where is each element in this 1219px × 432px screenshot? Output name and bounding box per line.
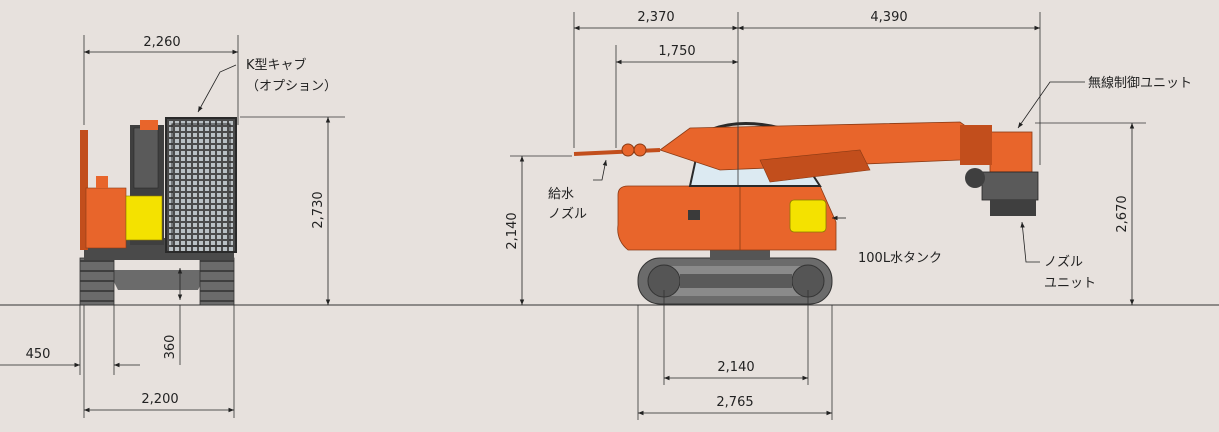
cab-label-line1: K型キャブ [246, 57, 307, 73]
dim-track-length: 2,765 [716, 395, 753, 410]
front-view-machine [79, 117, 237, 306]
dim-reach-front: 4,390 [870, 10, 907, 25]
side-view-dimensions [510, 12, 1146, 420]
tank-label: 100L水タンク [858, 251, 942, 266]
nozzle-unit-label-line1: ノズル [1044, 254, 1083, 270]
front-view-dimensions [0, 35, 345, 418]
dim-nozzle-offset: 1,750 [658, 44, 695, 59]
dim-cab-width: 2,260 [143, 35, 180, 50]
dim-track-shoe: 450 [26, 347, 51, 362]
dim-front-height: 2,730 [311, 191, 326, 228]
dim-nozzle-height: 2,140 [505, 212, 520, 249]
water-nozzle-label-line1: 給水 [548, 187, 574, 202]
side-view-machine [573, 121, 1039, 305]
dim-tumbler-distance: 2,140 [717, 360, 754, 375]
cab-label-line2: （オプション） [246, 79, 337, 94]
dim-unit-height: 2,670 [1115, 195, 1130, 232]
dim-clearance: 360 [163, 335, 178, 360]
radio-unit-label: 無線制御ユニット [1088, 75, 1192, 91]
dim-track-gauge: 2,200 [141, 392, 178, 407]
dim-reach-back: 2,370 [637, 10, 674, 25]
water-nozzle-label-line2: ノズル [548, 206, 587, 222]
nozzle-unit-label-line2: ユニット [1044, 276, 1096, 291]
